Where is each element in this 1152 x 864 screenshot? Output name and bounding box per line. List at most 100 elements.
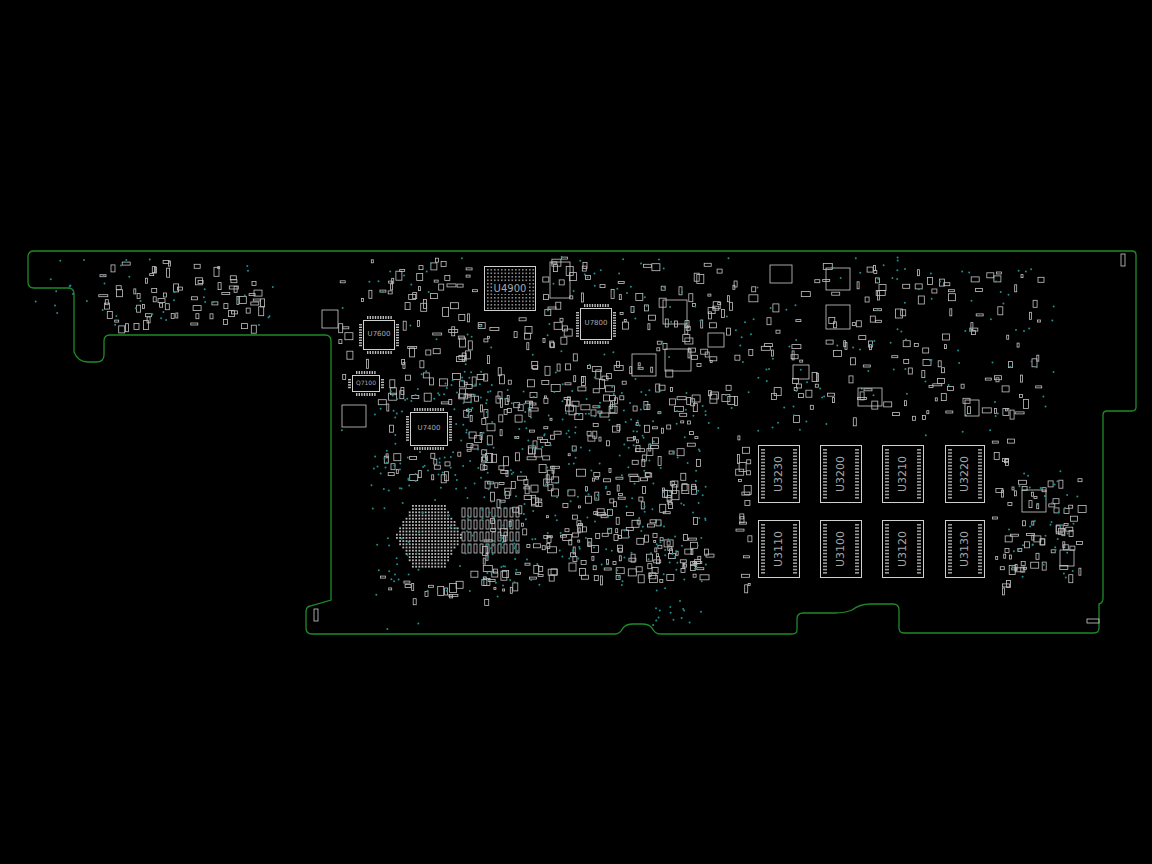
ball-pad [409,511,411,513]
ball-pad [422,540,424,542]
via [904,268,906,270]
smd-pad [690,432,694,435]
smd-pad [1002,386,1009,392]
smd-pad [389,393,397,400]
via [480,325,482,327]
via [788,346,790,348]
ball-pad [431,547,433,549]
smd-pad [425,592,428,597]
ball-pad [855,497,859,499]
ball-pad [418,550,420,552]
ball-pad [761,530,765,532]
ball-pad [409,524,411,526]
smd-pad [471,394,474,396]
smd-pad [538,574,543,576]
ball-pad [508,269,510,271]
ball-pad [402,531,404,533]
smd-pad [684,535,688,541]
ball-pad [885,465,889,467]
lead-pad [449,416,452,417]
smd-pad [570,273,577,281]
smd-pad [261,299,265,307]
smd-pad [449,595,458,597]
ball-pad [885,543,889,545]
smd-pad [404,581,410,583]
smd-pad [601,515,607,518]
smd-pad [525,327,532,334]
ball-pad [505,276,507,278]
via [575,426,577,428]
smd-pad [650,446,658,449]
ball-pad [855,540,859,542]
smd-pad [729,302,732,310]
ball-pad [418,553,420,555]
ball-pad [422,511,424,513]
lead-pad [613,325,616,326]
smd-pad [524,487,530,489]
ball-pad [948,562,952,564]
ball-pad [438,547,440,549]
ball-pad [422,553,424,555]
smd-pad [582,293,584,302]
smd-pad [445,276,450,281]
smd-pad [1049,504,1055,507]
via [658,259,660,261]
smd-pad [596,370,601,379]
ball-pad [885,572,889,574]
smd-pad [852,323,855,326]
ball-pad [491,301,493,303]
ball-pad [533,283,535,285]
ball-pad [793,553,797,555]
ball-pad [519,301,521,303]
lead-pad [377,351,378,354]
smd-pad [347,351,353,359]
lead-pad [576,312,579,313]
ball-pad [917,497,921,499]
ball-pad [948,543,952,545]
ball-pad [761,459,765,461]
ball-pad [823,566,827,568]
ball-pad [519,273,521,275]
smd-pad [480,405,482,412]
smd-pad [629,474,638,476]
ball-pad [505,297,507,299]
cap-pad [510,520,513,529]
ball-pad [855,465,859,467]
lead-pad [348,384,351,385]
ball-pad [399,543,401,545]
cap-pad [474,544,477,553]
smd-pad [733,285,735,289]
ball-pad [508,297,510,299]
lead-pad [364,371,365,374]
ball-pad [533,287,535,289]
smd-pad [749,349,753,355]
via [805,421,807,423]
ball-pad [491,273,493,275]
ball-pad [431,508,433,510]
smd-pad [987,273,994,278]
ball-pad [409,521,411,523]
ball-pad [494,276,496,278]
smd-pad [903,341,910,347]
smd-pad [996,489,1003,493]
smd-pad [1040,539,1045,545]
lead-pad [592,341,593,344]
smd-pad [1054,508,1059,513]
ball-pad [855,455,859,457]
ball-pad [885,569,889,571]
ball-pad [444,527,446,529]
smd-pad [658,545,662,548]
ball-pad [823,537,827,539]
ball-pad [431,511,433,513]
ball-pad [422,508,424,510]
ball-pad [978,543,982,545]
smd-pad [1029,501,1032,508]
smd-pad [543,277,549,282]
cap-pad [462,508,465,517]
smd-pad [464,410,469,417]
via [939,280,941,282]
smd-pad [459,355,466,359]
lead-pad [613,328,616,329]
ball-pad [441,508,443,510]
ball-pad [761,553,765,555]
